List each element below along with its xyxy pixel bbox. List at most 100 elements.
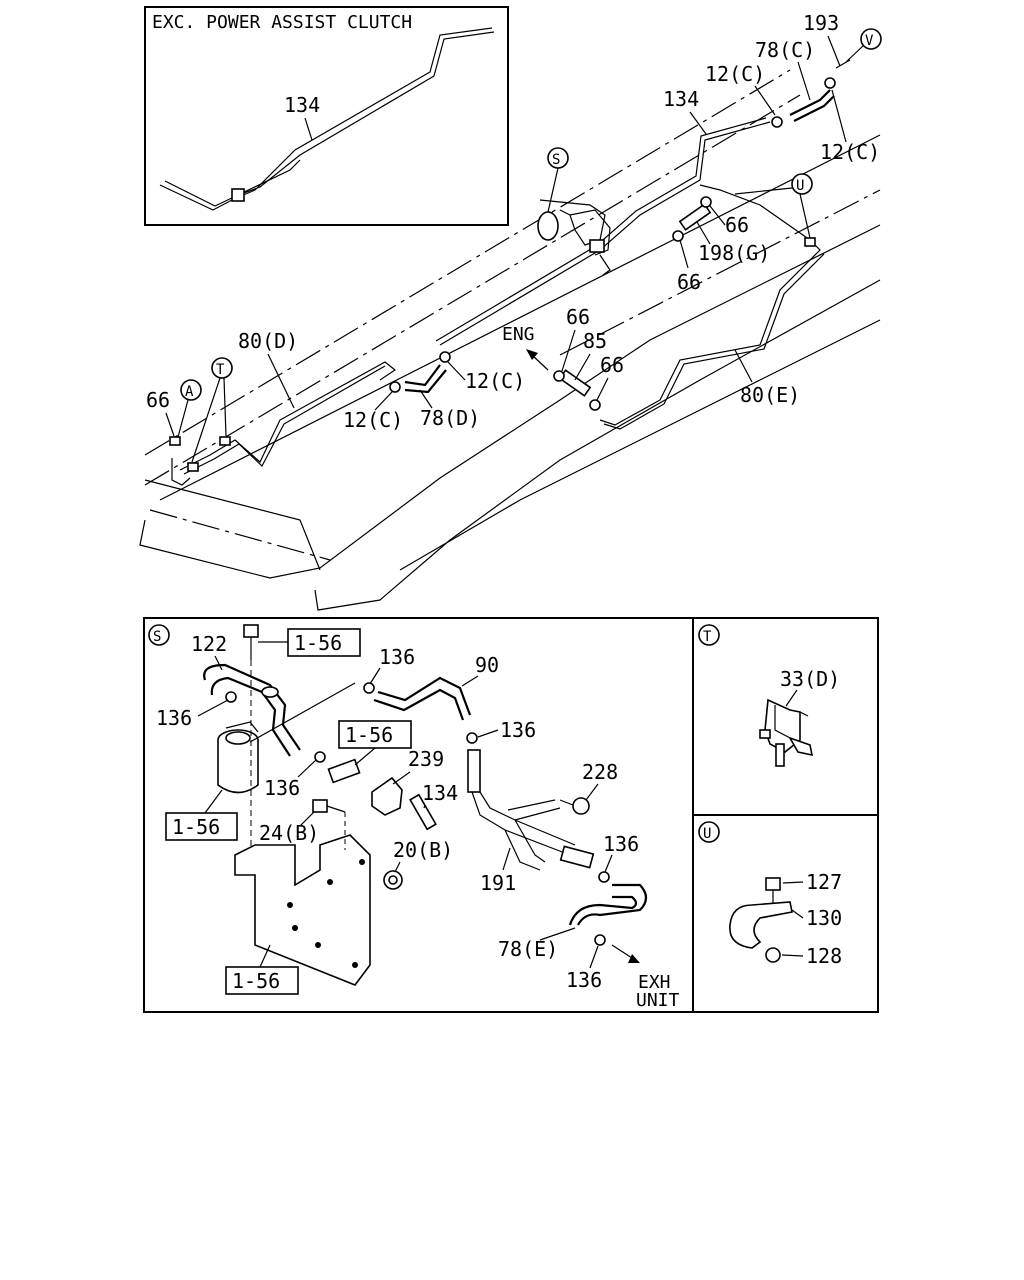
inset-part-134: 134 — [284, 93, 320, 117]
callout-s-main: S — [547, 147, 569, 213]
label-136-d: 136 — [264, 776, 300, 800]
detail-s-callout: S — [153, 629, 161, 645]
inset-title: EXC. POWER ASSIST CLUTCH — [152, 12, 412, 33]
pipe-134-detail — [409, 793, 437, 831]
label-198g: 198(G) — [698, 241, 770, 265]
label-136-a: 136 — [379, 645, 415, 669]
label-66-b: 66 — [677, 270, 701, 294]
bolt-127 — [765, 877, 781, 904]
hose-78e — [568, 883, 648, 926]
detail-t-callout: T — [703, 629, 712, 645]
label-90: 90 — [475, 653, 499, 677]
joint-239 — [371, 776, 403, 816]
pipe-80e — [599, 184, 825, 430]
canister — [217, 721, 259, 794]
nut-20b — [383, 870, 403, 890]
inset-frame — [144, 6, 509, 226]
detail-t: T 33(D) — [692, 617, 879, 816]
frame-rails — [139, 69, 881, 611]
svg-text:V: V — [865, 33, 874, 49]
label-80e: 80(E) — [740, 383, 800, 407]
label-66-c: 66 — [566, 305, 590, 329]
label-unit: UNIT — [636, 990, 680, 1011]
hose-short — [327, 758, 361, 784]
label-136-b: 136 — [156, 706, 192, 730]
ref-box-a — [287, 628, 361, 657]
eng-arrow: ENG — [502, 324, 549, 371]
ref-1-56-b: 1-56 — [345, 723, 393, 747]
label-228: 228 — [582, 760, 618, 784]
hose-78d — [404, 364, 447, 394]
ref-1-56-d: 1-56 — [232, 969, 280, 993]
label-136-f: 136 — [566, 968, 602, 992]
svg-text:S: S — [552, 152, 560, 168]
valve-assembly-main — [537, 199, 611, 276]
ref-box-d — [225, 966, 299, 995]
ref-box-c — [165, 812, 238, 841]
label-193: 193 — [803, 11, 839, 35]
callout-v-main: V — [845, 28, 882, 63]
hose-198g — [678, 203, 712, 231]
exh-arrow — [611, 944, 640, 963]
label-20b: 20(B) — [393, 838, 453, 862]
label-80d: 80(D) — [238, 329, 298, 353]
label-78e: 78(E) — [498, 937, 558, 961]
callouts-main: S T U V A — [177, 28, 882, 463]
label-exh: EXH — [638, 972, 671, 993]
ref-1-56-a: 1-56 — [294, 631, 342, 655]
label-130: 130 — [806, 906, 842, 930]
nut-128 — [765, 947, 781, 963]
clamp-130 — [729, 901, 793, 949]
pipe-191 — [467, 749, 595, 871]
inset-exc-power-assist-clutch: EXC. POWER ASSIST CLUTCH 134 — [144, 6, 509, 226]
callout-t-main: T — [191, 357, 233, 463]
label-78c: 78(C) — [755, 38, 815, 62]
detail-u: U 127 130 128 — [692, 814, 879, 1013]
label-78d: 78(D) — [420, 406, 480, 430]
clip-33d — [759, 698, 814, 767]
label-239: 239 — [408, 747, 444, 771]
label-134-main: 134 — [663, 87, 699, 111]
hose-122 — [203, 663, 301, 757]
inset-clip — [231, 188, 245, 202]
label-12c-low: 12(C) — [343, 408, 403, 432]
label-85: 85 — [583, 329, 607, 353]
ref-1-56-c: 1-56 — [172, 815, 220, 839]
bolt-24b — [312, 799, 346, 850]
nut-228 — [559, 797, 590, 815]
clamps-136 — [225, 682, 610, 946]
label-191: 191 — [480, 871, 516, 895]
svg-text:T: T — [216, 362, 225, 378]
bolt-top — [243, 624, 259, 870]
label-66-d: 66 — [600, 353, 624, 377]
pipe-80d — [179, 361, 397, 475]
label-33d: 33(D) — [780, 667, 840, 691]
svg-text:U: U — [796, 178, 804, 194]
label-66-a: 66 — [725, 213, 749, 237]
main-labels: 193 78(C) 12(C) 12(C) 134 66 198(G) 66 8… — [146, 11, 880, 437]
label-128: 128 — [806, 944, 842, 968]
eng-label: ENG — [502, 324, 535, 345]
clamp-symbols — [169, 59, 851, 486]
hose-90 — [373, 676, 472, 721]
label-136-c: 136 — [500, 718, 536, 742]
callout-u-main: U — [734, 173, 813, 239]
label-24b: 24(B) — [259, 821, 319, 845]
label-136-e: 136 — [603, 832, 639, 856]
ref-box-b — [338, 720, 412, 749]
label-12c-right: 12(C) — [820, 140, 880, 164]
label-134-detail: 134 — [422, 781, 458, 805]
label-66-e: 66 — [146, 388, 170, 412]
detail-s: S — [143, 617, 694, 1013]
hose-78c — [789, 89, 835, 122]
detail-u-frame — [692, 814, 879, 1013]
pipe-134-main — [435, 117, 771, 346]
svg-text:A: A — [185, 384, 194, 400]
label-12c-mid: 12(C) — [465, 369, 525, 393]
bracket — [234, 834, 371, 986]
callout-a-main: A — [177, 379, 202, 438]
inset-pipe — [159, 27, 493, 211]
label-122: 122 — [191, 632, 227, 656]
label-127: 127 — [806, 870, 842, 894]
